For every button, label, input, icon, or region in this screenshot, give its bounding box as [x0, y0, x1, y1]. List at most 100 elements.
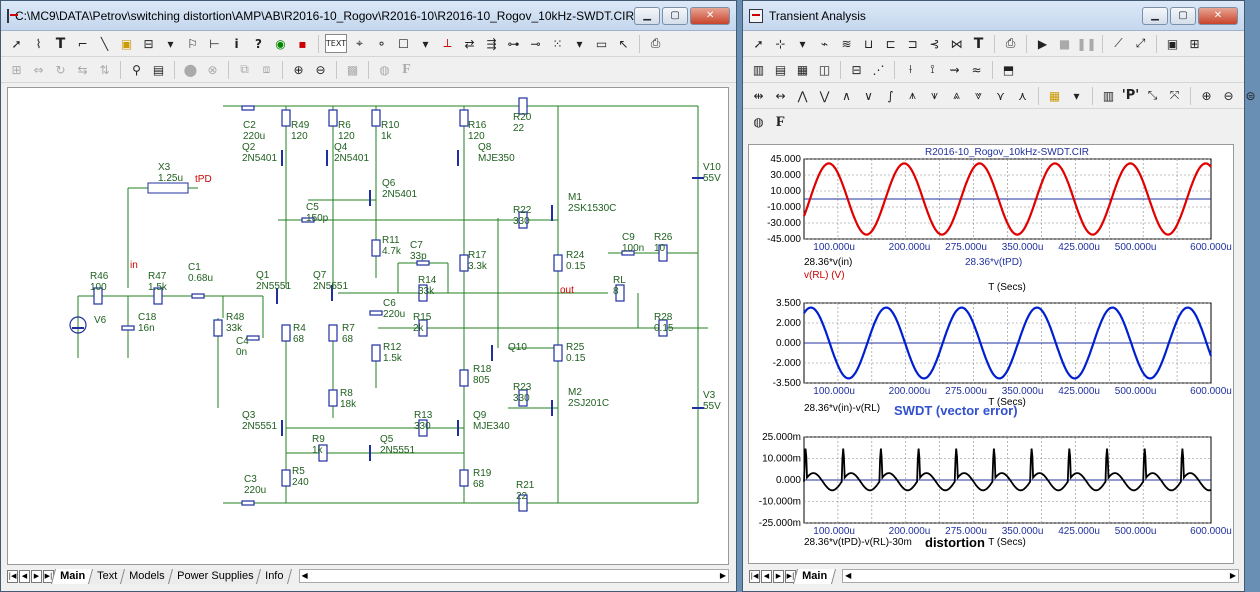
horizontal-scrollbar[interactable]: ◀▶ [842, 569, 1239, 583]
cursor-mode-icon[interactable]: ↖ [618, 36, 629, 51]
global-low-icon[interactable]: ⩛ [931, 88, 938, 102]
dropdown-icon[interactable]: ▾ [167, 36, 174, 51]
font-icon[interactable]: F [402, 61, 411, 77]
power-icon[interactable]: ⇶ [486, 36, 497, 51]
bounding-box-icon[interactable]: ▭ [595, 36, 608, 51]
global-high-icon[interactable]: ⩚ [909, 88, 916, 102]
flag-icon[interactable]: ⚐ [187, 36, 198, 51]
tag-icon[interactable]: ⌁ [820, 36, 829, 51]
same-y-icon[interactable]: ⋎ [996, 88, 1005, 103]
dropdown-icon[interactable]: ▾ [1073, 88, 1080, 103]
node-numbers-icon[interactable]: ⌖ [356, 36, 363, 50]
current-icon[interactable]: ⇄ [464, 36, 475, 51]
point-tag-icon[interactable]: ⊔ [863, 36, 874, 51]
color-icon[interactable]: ◍ [753, 115, 764, 129]
scale-icon[interactable]: ⊹ [775, 36, 786, 51]
stop-icon[interactable]: ⬤ [183, 62, 198, 77]
wire-icon[interactable]: ⌇ [35, 36, 42, 51]
tab-models[interactable]: Models [120, 568, 174, 584]
zoom-in-icon[interactable]: ⊕ [1201, 88, 1212, 103]
close-button[interactable]: ✕ [690, 6, 731, 25]
component-icon[interactable]: ▣ [120, 36, 133, 51]
zoom-in-icon[interactable]: ⊕ [293, 62, 304, 77]
top-icon[interactable]: ⩓ [953, 88, 960, 102]
font-icon[interactable]: F [775, 113, 786, 130]
color-icon[interactable]: ◍ [379, 62, 390, 77]
paste-icon[interactable]: ⧈ [262, 62, 271, 76]
pin-icon[interactable]: ⊢ [209, 36, 220, 51]
p-button[interactable]: 'P' [1121, 88, 1140, 103]
line-icon[interactable]: ⟋ [1114, 36, 1123, 50]
minor-grid-icon[interactable]: ▦ [796, 62, 809, 77]
node-voltage-icon[interactable]: ⟂ [443, 36, 452, 50]
select-arrow-icon[interactable]: ➚ [11, 36, 22, 51]
grid-text-icon[interactable]: ⊟ [143, 36, 154, 51]
tab-power-supplies[interactable]: Power Supplies [167, 568, 263, 584]
cursor-icon[interactable]: ⋈ [950, 36, 963, 51]
diagonal-wire-icon[interactable]: ╲ [100, 36, 109, 51]
horizontal-tag-icon[interactable]: ⊏ [885, 36, 896, 51]
prev-page-button[interactable]: ◀ [19, 569, 30, 583]
flip-icon[interactable]: ⇔ [33, 62, 44, 77]
scope-icon[interactable]: ◉ [275, 36, 286, 51]
pause-icon[interactable]: ❚❚ [1076, 36, 1097, 51]
valley-icon[interactable]: ⋁ [819, 88, 830, 103]
grid-snap-icon[interactable]: ⁙ [552, 36, 563, 51]
text-tool-icon[interactable]: T [55, 35, 66, 52]
dropdown-icon[interactable]: ▾ [576, 36, 583, 51]
waveform-icon[interactable]: ≋ [841, 36, 852, 51]
numeric-output-icon[interactable]: ▥ [1102, 88, 1115, 103]
wave-icon[interactable]: ≈ [971, 62, 982, 77]
peak-icon[interactable]: ⟟ [930, 62, 935, 76]
fit-icon[interactable]: ▩ [346, 62, 359, 77]
select-all-icon[interactable]: ⊞ [11, 62, 22, 77]
text-tool-icon[interactable]: T [973, 35, 984, 52]
pin-markers-icon[interactable]: ⚬ [376, 36, 387, 51]
properties-icon[interactable]: ⎙ [1005, 36, 1016, 50]
step-icon[interactable]: ⤡ [1147, 88, 1158, 102]
find-icon[interactable]: ⚲ [132, 62, 141, 77]
data-points-icon[interactable]: ⟊ [908, 62, 913, 76]
zoom-out-icon[interactable]: ⊖ [315, 62, 326, 77]
rotate-icon[interactable]: ↻ [55, 62, 66, 77]
zoom-fit-icon[interactable]: ⊜ [1245, 88, 1256, 103]
chart-settings-icon[interactable]: ⬒ [1002, 62, 1015, 77]
frame-icon[interactable]: ▣ [1166, 36, 1179, 51]
dropdown-icon[interactable]: ▾ [799, 36, 806, 51]
tab-info[interactable]: Info [256, 568, 293, 584]
text-button[interactable]: TEXT [325, 34, 347, 53]
tag-settings-icon[interactable]: ▦ [1048, 88, 1061, 103]
clear-tags-icon[interactable]: ⤧ [1169, 88, 1180, 102]
horizontal-grid-icon[interactable]: ▤ [774, 62, 787, 77]
select-arrow-icon[interactable]: ➚ [753, 36, 764, 51]
vertical-tag-icon[interactable]: ⊐ [907, 36, 918, 51]
plot-frame-icon[interactable]: ⊟ [851, 62, 862, 77]
condition-icon[interactable]: ⊶ [507, 36, 520, 51]
orthogonal-wire-icon[interactable]: ⌐ [77, 36, 88, 51]
bottom-icon[interactable]: ⩔ [975, 88, 982, 102]
vertical-grid-icon[interactable]: ▥ [752, 62, 765, 77]
cursor-right-icon[interactable]: ↔ [775, 88, 786, 103]
prev-page-button[interactable]: ◀ [761, 569, 772, 583]
schematic-titlebar[interactable]: C:\MC9\DATA\Petrov\switching distortion\… [1, 1, 736, 31]
horizontal-scrollbar[interactable]: ◀▶ [298, 569, 729, 583]
cancel-icon[interactable]: ⊗ [207, 62, 218, 77]
mirror-y-icon[interactable]: ⇅ [99, 62, 110, 77]
wire-color-icon[interactable]: ▾ [422, 36, 429, 51]
stop-icon[interactable]: ■ [1058, 36, 1071, 51]
page-scroll-icon[interactable]: ▤ [152, 62, 165, 77]
cursor-left-icon[interactable]: ⇹ [753, 88, 764, 103]
next-page-button[interactable]: ▶ [31, 569, 42, 583]
high-icon[interactable]: ∧ [842, 88, 851, 103]
info-icon[interactable]: i [234, 36, 239, 51]
slope-icon[interactable]: ⇝ [949, 62, 960, 77]
wire-tool-icon[interactable]: ⊸ [530, 36, 541, 51]
transient-titlebar[interactable]: Transient Analysis ▁ ▢ ✕ [743, 1, 1244, 31]
probe-icon[interactable]: ▪ [298, 36, 307, 51]
next-page-button[interactable]: ▶ [773, 569, 784, 583]
peak-icon[interactable]: ⋀ [797, 88, 808, 103]
table-icon[interactable]: ◫ [818, 62, 831, 77]
run-icon[interactable]: ▶ [1037, 36, 1048, 51]
